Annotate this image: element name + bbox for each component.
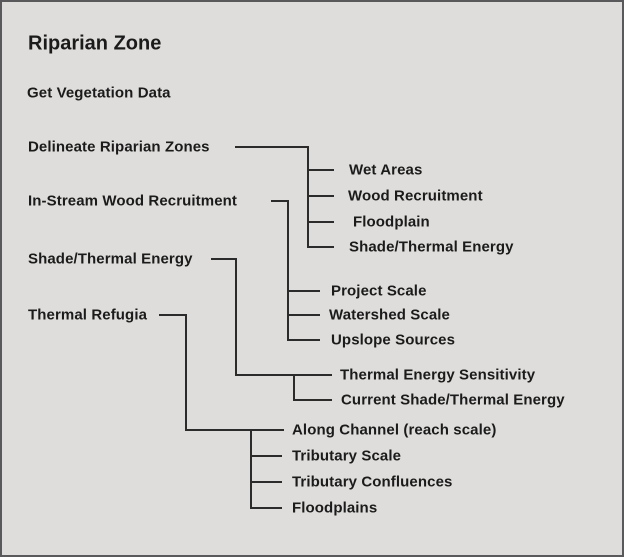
connector-project-scale-branch bbox=[287, 290, 320, 292]
node-in-stream-wood-recruitment: In-Stream Wood Recruitment bbox=[28, 192, 238, 210]
connector-thermal-sensitivity-branch bbox=[235, 374, 332, 376]
connector-wet-areas-branch bbox=[307, 169, 334, 171]
node-thermal-energy-sensitivity: Thermal Energy Sensitivity bbox=[340, 366, 536, 384]
connector-refugia-subdrop bbox=[250, 429, 252, 509]
node-current-shade-thermal-energy: Current Shade/Thermal Energy bbox=[341, 391, 565, 409]
connector-shade-subdrop bbox=[293, 374, 295, 401]
node-floodplain: Floodplain bbox=[353, 213, 430, 231]
connector-delineate-leader bbox=[235, 146, 309, 148]
connector-floodplain-branch bbox=[307, 221, 334, 223]
node-get-vegetation-data: Get Vegetation Data bbox=[27, 84, 171, 102]
connector-wood-recruitment-branch bbox=[307, 195, 334, 197]
connector-tributary-scale-branch bbox=[250, 455, 282, 457]
connector-watershed-scale-branch bbox=[287, 314, 320, 316]
node-wet-areas: Wet Areas bbox=[349, 161, 423, 179]
node-upslope-sources: Upslope Sources bbox=[331, 331, 456, 349]
node-thermal-refugia: Thermal Refugia bbox=[28, 306, 148, 324]
connector-refugia-leader bbox=[159, 314, 187, 316]
connector-instream-leader bbox=[271, 200, 289, 202]
connector-along-channel-branch bbox=[185, 429, 284, 431]
connector-refugia-trunk bbox=[185, 314, 187, 431]
node-wood-recruitment: Wood Recruitment bbox=[348, 187, 483, 205]
connector-tributary-confluences-branch bbox=[250, 481, 282, 483]
connector-instream-trunk bbox=[287, 200, 289, 341]
node-shade-thermal-energy-child: Shade/Thermal Energy bbox=[349, 238, 514, 256]
connector-shade-trunk bbox=[235, 258, 237, 376]
connector-shade-leader bbox=[211, 258, 237, 260]
page-title: Riparian Zone bbox=[28, 32, 162, 55]
node-shade-thermal-energy: Shade/Thermal Energy bbox=[28, 250, 193, 268]
connector-shade-thermal-branch bbox=[307, 246, 334, 248]
connector-upslope-sources-branch bbox=[287, 339, 320, 341]
connector-delineate-trunk bbox=[307, 146, 309, 248]
connector-floodplains-branch bbox=[250, 507, 282, 509]
node-tributary-scale: Tributary Scale bbox=[292, 447, 402, 465]
node-floodplains: Floodplains bbox=[292, 499, 378, 517]
node-along-channel-reach-scale: Along Channel (reach scale) bbox=[292, 421, 497, 439]
node-watershed-scale: Watershed Scale bbox=[329, 306, 450, 324]
node-delineate-riparian-zones: Delineate Riparian Zones bbox=[28, 138, 210, 156]
node-tributary-confluences: Tributary Confluences bbox=[292, 473, 453, 491]
node-project-scale: Project Scale bbox=[331, 282, 427, 300]
connector-current-shade-branch bbox=[293, 399, 332, 401]
